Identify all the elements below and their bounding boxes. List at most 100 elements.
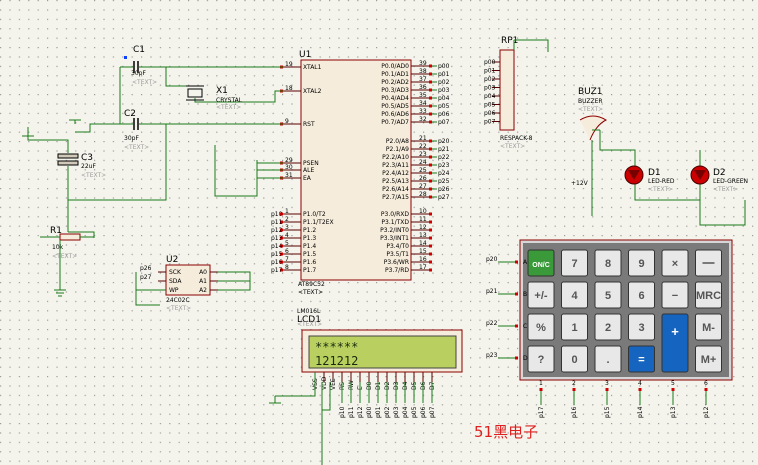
key[interactable]: [661, 249, 689, 277]
keypad-row-label: D: [523, 355, 528, 362]
net-label: p06: [484, 110, 496, 117]
key[interactable]: [661, 281, 689, 309]
eeprom-pin-name: SDA: [169, 278, 182, 285]
key[interactable]: [695, 281, 722, 309]
c1-sub: <TEXT>: [132, 79, 157, 86]
net-label: p22: [486, 320, 498, 327]
resistor-r1[interactable]: R1 10k <TEXT>: [40, 226, 94, 260]
key[interactable]: [561, 345, 588, 373]
key[interactable]: [628, 313, 655, 341]
mcu-pin-name: P0.7/AD7: [381, 119, 409, 126]
keypad-col-label: 5: [671, 380, 675, 387]
pin-marker: [429, 64, 432, 68]
key[interactable]: [695, 313, 722, 341]
mcu-pin-name: P3.4/T0: [386, 243, 409, 250]
mcu-pin-number: 31: [285, 172, 293, 179]
net-label: p10: [339, 406, 346, 418]
led-d2[interactable]: D2 LED-GREEN <TEXT>: [690, 165, 748, 193]
pin-marker: [280, 220, 283, 224]
mcu-pin-number: 6: [285, 248, 289, 255]
c2-ref: C2: [124, 109, 136, 119]
d2-ref: D2: [713, 168, 726, 178]
wire-lcd-ground: [269, 372, 316, 404]
pin-marker: [429, 80, 432, 84]
d1-sub: <TEXT>: [648, 186, 673, 193]
ground-symbol-caps: [69, 119, 81, 124]
key[interactable]: [594, 281, 622, 309]
eeprom-part: 24C02C: [166, 297, 190, 304]
wire-rp1-common: [513, 39, 549, 52]
pin-marker: [515, 356, 518, 360]
key[interactable]: [561, 313, 588, 341]
pin-marker: [429, 171, 432, 175]
wire-reset-net: [68, 124, 167, 238]
mcu-pin-name: P2.1/A9: [386, 146, 409, 153]
buzzer-buz1[interactable]: BUZ1 BUZZER <TEXT> +12V: [571, 87, 608, 216]
lcd-pin-name: VEE: [330, 378, 337, 390]
mcu-pin-name: P0.3/AD3: [381, 87, 409, 94]
mcu-pin-number: 17: [419, 264, 427, 271]
mcu-pin-name: P3.3/INT1: [380, 235, 409, 242]
keypad-row-label: B: [523, 291, 527, 298]
pin-marker: [429, 195, 432, 199]
key[interactable]: [628, 249, 655, 277]
net-label: p00: [484, 59, 496, 66]
key[interactable]: [561, 249, 588, 277]
resistor-pack-rp1[interactable]: RP1 RESPACK-8 <TEXT> p00p01p02p03p04p05p…: [484, 36, 533, 150]
key[interactable]: [527, 345, 555, 373]
mcu-pin-name: P0.5/AD5: [381, 103, 409, 110]
pin-marker: [429, 120, 432, 124]
pin-marker: [429, 147, 432, 151]
crystal-x1[interactable]: X1 CRYSTAL <TEXT>: [186, 85, 243, 111]
key[interactable]: [594, 249, 622, 277]
pin-marker: [515, 260, 518, 264]
mcu-pin-name: P1.6: [303, 259, 316, 266]
mcu-pin-name: ALE: [303, 167, 314, 174]
net-label: p12: [357, 406, 364, 418]
net-label: p07: [484, 119, 496, 126]
net-label: p27: [438, 194, 450, 201]
led-d1[interactable]: D1 LED-RED <TEXT>: [624, 165, 675, 193]
mcu-pin-number: 33: [419, 108, 427, 115]
key[interactable]: [527, 281, 555, 309]
capacitor-c2[interactable]: C2 30pF <TEXT>: [120, 109, 166, 151]
key-plus[interactable]: [661, 313, 689, 373]
mcu-pin-name: P2.4/A12: [382, 170, 409, 177]
capacitor-c1[interactable]: C1 30pF <TEXT>: [120, 45, 166, 86]
mcu-pin-number: 8: [285, 264, 289, 271]
mcu-pin-name: XTAL1: [303, 64, 322, 71]
key[interactable]: [628, 281, 655, 309]
d1-part: LED-RED: [648, 178, 675, 185]
mcu-pin-number: 3: [285, 224, 289, 231]
key[interactable]: [594, 345, 622, 373]
power-terminal-vcc: [22, 127, 34, 137]
key[interactable]: [561, 281, 588, 309]
pin-marker: [671, 388, 675, 391]
key[interactable]: [527, 313, 555, 341]
key[interactable]: [628, 345, 655, 373]
mcu-pin-number: 23: [419, 151, 427, 158]
pin-marker: [429, 139, 432, 143]
eeprom-pin-name: A0: [199, 269, 207, 276]
net-label: p11: [348, 406, 355, 418]
net-label: p06: [438, 111, 450, 118]
wire-eeprom-wp: [135, 272, 166, 306]
mcu-pin-number: 4: [285, 232, 289, 239]
key[interactable]: [695, 345, 722, 373]
key-label: M+: [701, 354, 717, 366]
key[interactable]: [594, 313, 622, 341]
key-label: ON/C: [532, 262, 550, 269]
buzzer-part: BUZZER: [578, 98, 603, 105]
pin-marker: [280, 244, 283, 248]
mcu-pin-name: P3.2/INT0: [380, 227, 409, 234]
key[interactable]: [527, 249, 555, 277]
pin-marker: [280, 260, 283, 264]
pin-marker: [280, 252, 283, 256]
net-label: p12: [703, 406, 710, 418]
key-label: 7: [571, 258, 577, 270]
key-label: ÷: [708, 265, 709, 268]
